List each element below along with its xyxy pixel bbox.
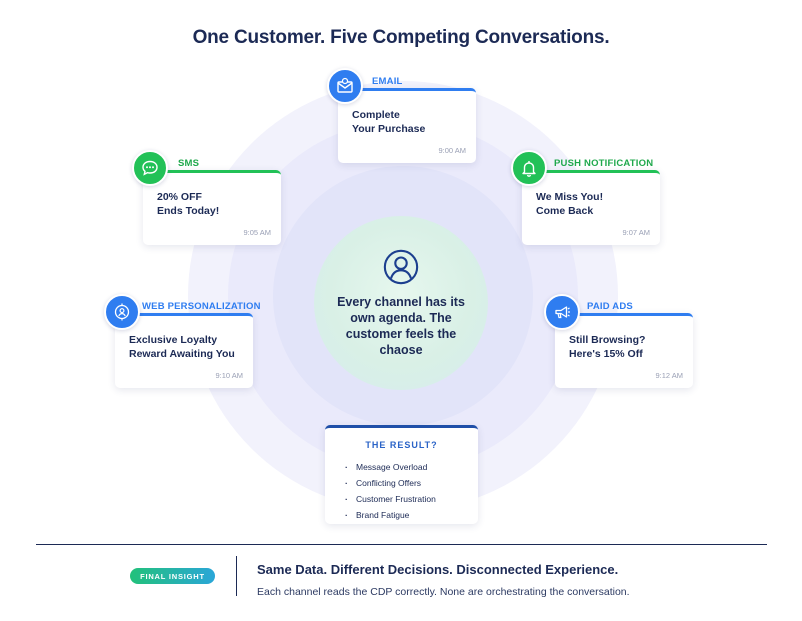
sms-time: 9:05 AM <box>243 228 271 237</box>
user-icon <box>383 249 419 285</box>
result-title: THE RESULT? <box>365 440 438 450</box>
web-personalization-time: 9:10 AM <box>215 371 243 380</box>
sms-card: 20% OFF Ends Today! 9:05 AM <box>143 170 281 245</box>
result-list: Message Overload Conflicting Offers Cust… <box>345 459 436 523</box>
sms-label: SMS <box>178 158 200 169</box>
paid-ads-message: Still Browsing? Here's 15% Off <box>569 334 646 360</box>
sms-badge <box>132 150 168 186</box>
push-badge <box>511 150 547 186</box>
web-personalization-card: Exclusive Loyalty Reward Awaiting You 9:… <box>115 313 253 388</box>
list-item: Message Overload <box>345 459 436 475</box>
push-time: 9:07 AM <box>622 228 650 237</box>
megaphone-icon <box>555 306 570 319</box>
email-label: EMAIL <box>372 76 403 87</box>
web-user-icon <box>114 303 130 321</box>
divider <box>36 544 767 545</box>
envelope-icon <box>337 77 353 93</box>
email-badge <box>327 68 363 104</box>
list-item: Customer Frustration <box>345 491 436 507</box>
email-message: Complete Your Purchase <box>352 109 426 135</box>
web-personalization-label: WEB PERSONALIZATION <box>142 301 261 312</box>
paid-ads-badge <box>544 294 580 330</box>
insight-subtext: Each channel reads the CDP correctly. No… <box>257 586 630 598</box>
result-card: THE RESULT? Message Overload Conflicting… <box>325 425 478 524</box>
email-card: Complete Your Purchase 9:00 AM <box>338 88 476 163</box>
web-personalization-badge <box>104 294 140 330</box>
bell-icon <box>522 161 536 177</box>
paid-ads-time: 9:12 AM <box>655 371 683 380</box>
sms-message: 20% OFF Ends Today! <box>157 191 220 217</box>
list-item: Conflicting Offers <box>345 475 436 491</box>
push-label: PUSH NOTIFICATION <box>554 158 654 169</box>
push-card: We Miss You! Come Back 9:07 AM <box>522 170 660 245</box>
paid-ads-label: PAID ADS <box>587 301 633 312</box>
push-message: We Miss You! Come Back <box>536 191 604 217</box>
list-item: Brand Fatigue <box>345 507 436 523</box>
center-hub: Every channel has its own agenda. The cu… <box>314 216 488 390</box>
web-personalization-message: Exclusive Loyalty Reward Awaiting You <box>129 334 235 360</box>
final-insight-badge: FINAL INSIGHT <box>130 568 215 584</box>
email-time: 9:00 AM <box>438 146 466 155</box>
page-title: One Customer. Five Competing Conversatio… <box>192 27 610 48</box>
insight-headline: Same Data. Different Decisions. Disconne… <box>257 562 619 577</box>
chat-bubble-icon <box>142 160 158 176</box>
paid-ads-card: Still Browsing? Here's 15% Off 9:12 AM <box>555 313 693 388</box>
center-text: Every channel has its own agenda. The cu… <box>337 295 465 357</box>
vertical-divider <box>236 556 237 596</box>
